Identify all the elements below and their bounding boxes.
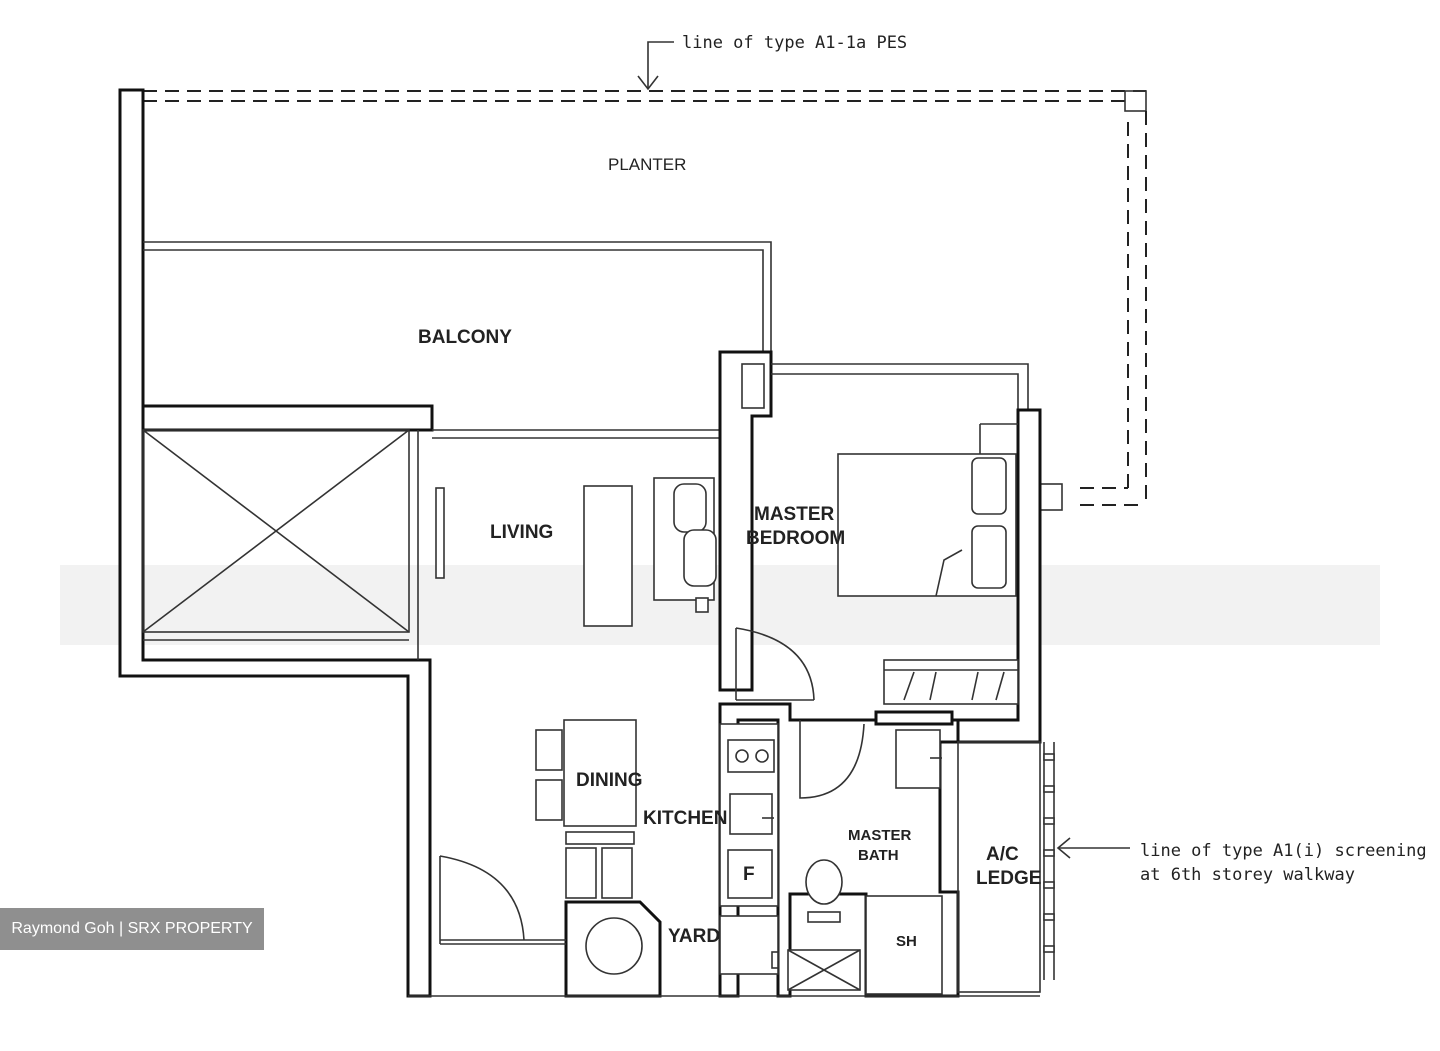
vanity — [895, 729, 942, 789]
fridge-label: F — [743, 864, 755, 885]
bath-top-wall — [874, 710, 954, 726]
kitchen-counter — [719, 723, 779, 907]
sofa — [583, 477, 717, 627]
bath-door — [799, 720, 865, 799]
dining-label: DINING — [576, 770, 643, 791]
pes-note: line of type A1-1a PES — [682, 33, 907, 53]
shower — [865, 895, 943, 995]
planter-label: PLANTER — [608, 155, 686, 174]
washing-machine — [564, 900, 662, 998]
balcony-label: BALCONY — [418, 327, 512, 348]
shower-label: SH — [896, 933, 917, 950]
screening-arrow — [1056, 837, 1130, 859]
watermark-badge: Raymond Goh | SRX PROPERTY — [0, 908, 264, 950]
screening-note-2: at 6th storey walkway — [1140, 865, 1355, 885]
yard-sink — [719, 915, 779, 975]
entrance-door — [439, 855, 566, 945]
ac-ledge-label-1: A/C — [986, 844, 1019, 865]
master-bath-label-2: BATH — [858, 847, 899, 864]
toilet — [805, 859, 843, 923]
pes-arrow — [637, 41, 674, 91]
bed — [837, 453, 1017, 597]
ac-ledge-label-2: LEDGE — [976, 868, 1041, 889]
wardrobe — [883, 659, 1019, 705]
living-window — [435, 487, 445, 579]
yard-label: YARD — [668, 926, 720, 947]
bedroom-door — [735, 627, 815, 701]
master-bath-label-1: MASTER — [848, 827, 912, 844]
bedroom-outline — [771, 363, 1029, 410]
ac-ledge — [957, 741, 1055, 993]
kitchen-label: KITCHEN — [643, 808, 727, 829]
pes-outline — [143, 90, 1147, 511]
dining-set — [535, 719, 637, 899]
bay-window-top-wall — [141, 404, 434, 432]
master-bedroom-label-2: BEDROOM — [746, 528, 845, 549]
balcony-outline — [143, 241, 772, 352]
living-label: LIVING — [490, 522, 553, 543]
screening-note-1: line of type A1(i) screening — [1140, 841, 1427, 861]
central-wall — [718, 350, 773, 692]
master-bedroom-label-1: MASTER — [754, 504, 835, 525]
west-wall — [118, 88, 432, 998]
bay-window — [142, 429, 419, 660]
